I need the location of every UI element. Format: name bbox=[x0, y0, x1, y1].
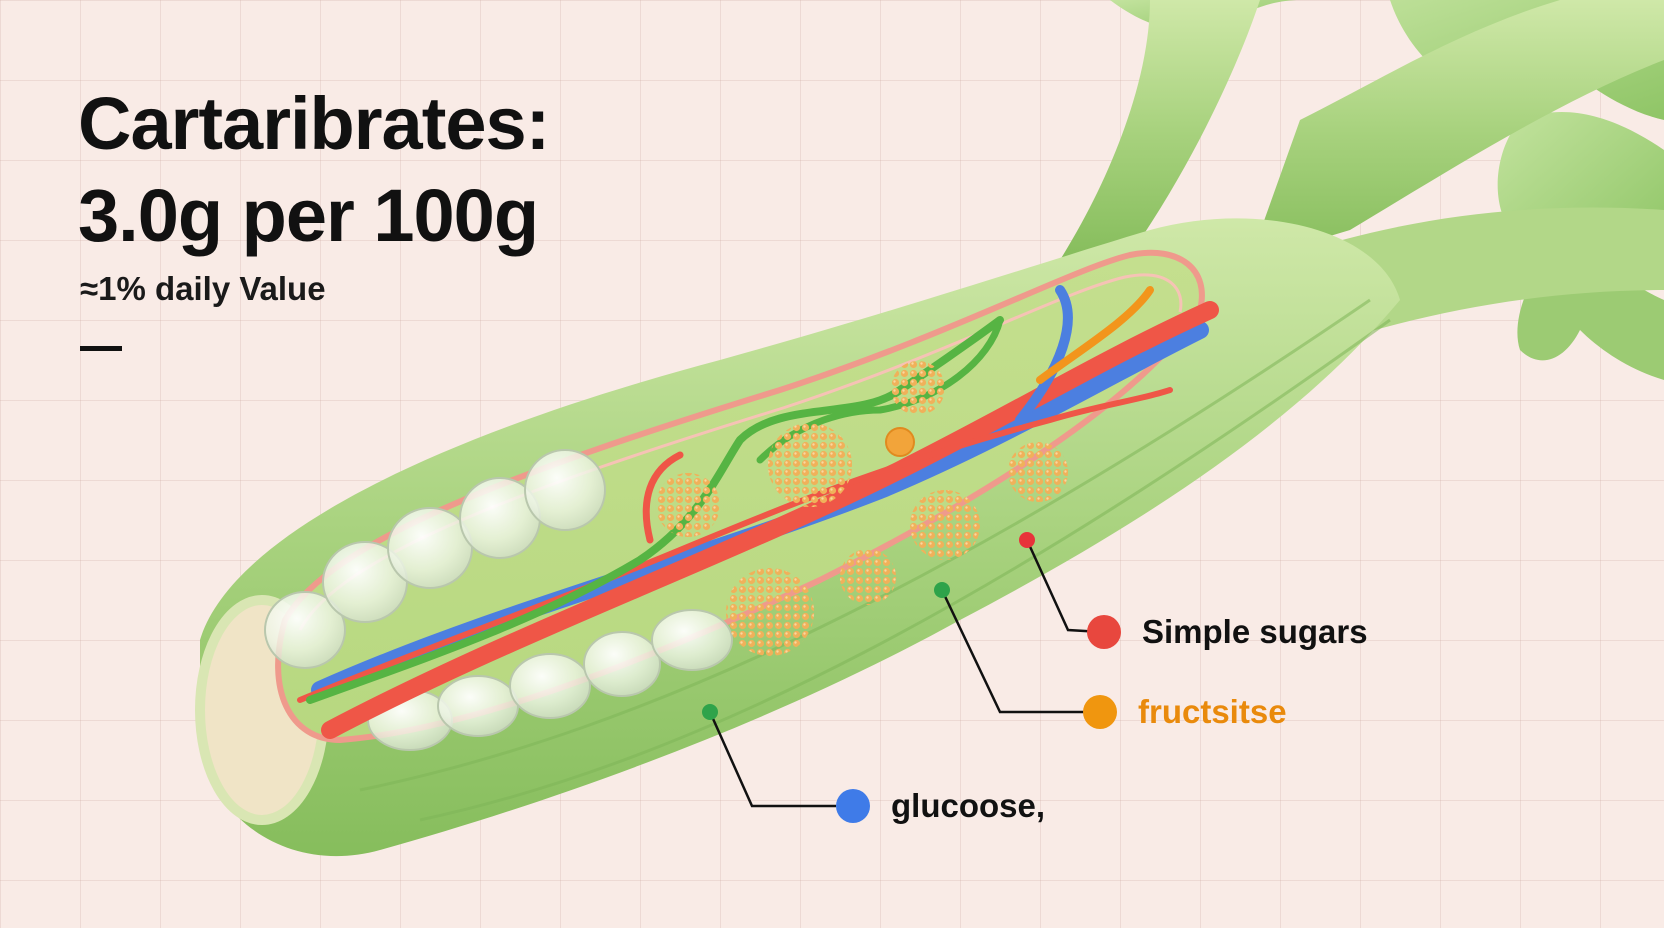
daily-value-text: ≈1% daily Value bbox=[80, 270, 326, 307]
divider-dash bbox=[80, 346, 122, 351]
simple-sugars-label: Simple sugars bbox=[1142, 613, 1368, 650]
glucose-bullet bbox=[836, 789, 870, 823]
headline: Cartaribrates: 3.0g per 100g bbox=[78, 78, 550, 262]
headline-line-2: 3.0g per 100g bbox=[78, 174, 539, 257]
glucose-label: glucoose, bbox=[891, 787, 1046, 824]
stalk-ridges bbox=[359, 298, 1391, 822]
water-vesicles bbox=[264, 449, 733, 751]
fructose-label: fructsitse bbox=[1138, 693, 1287, 730]
starch-granules bbox=[656, 361, 1068, 656]
simple-sugars-bullet bbox=[1087, 615, 1121, 649]
headline-line-1: Cartaribrates: bbox=[78, 82, 550, 165]
fructose-bullet bbox=[1083, 695, 1117, 729]
